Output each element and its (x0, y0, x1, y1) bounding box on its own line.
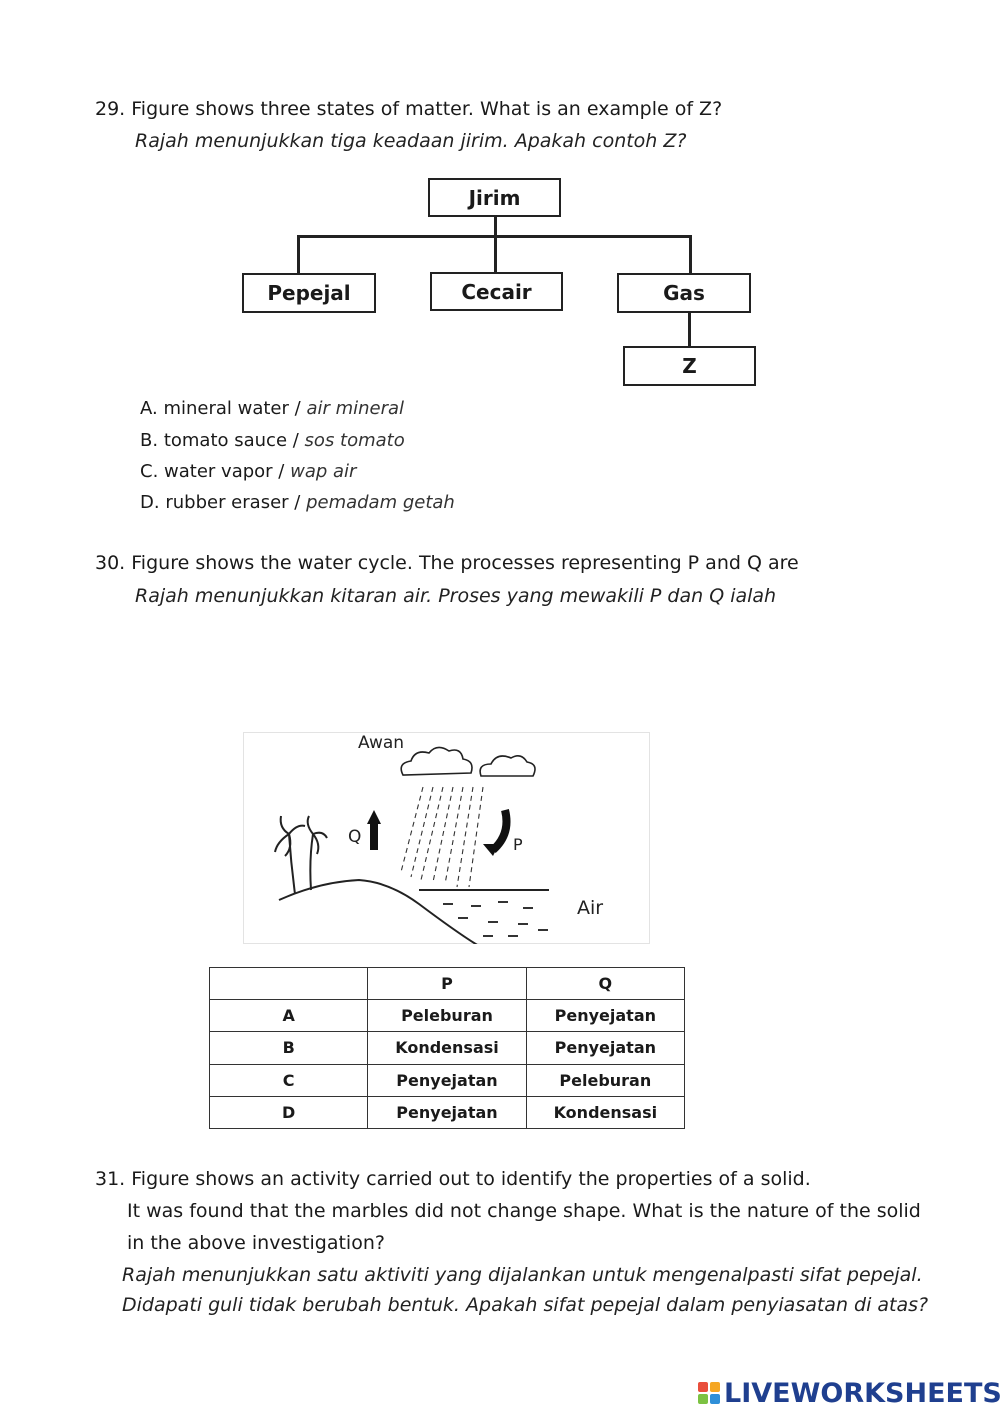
table-row[interactable]: B Kondensasi Penyejatan (208, 1031, 686, 1065)
table-row[interactable]: C Penyejatan Peleburan (208, 1063, 686, 1097)
arrow-up-icon (367, 810, 381, 850)
diagram-box-z: Z (623, 346, 756, 386)
option-text-ms: air mineral (306, 398, 405, 419)
q29-text-en: 29. Figure shows three states of matter.… (95, 98, 722, 120)
option-text-en: water vapor / (164, 461, 285, 482)
option-text-en: tomato sauce / (163, 430, 299, 451)
option-letter: D. (140, 492, 160, 513)
table-cell: Kondensasi (525, 1095, 686, 1130)
q30-question: Figure shows the water cycle. The proces… (131, 552, 799, 574)
table-header-cell: Q (525, 966, 686, 1001)
cloud-icon (400, 746, 473, 776)
connector-line (689, 235, 692, 274)
q31-question-line1: Figure shows an activity carried out to … (131, 1168, 811, 1190)
table-cell: C (208, 1063, 369, 1097)
option-text-ms: wap air (290, 461, 357, 482)
answer-table: P Q A Peleburan Penyejatan B Kondensasi … (208, 966, 686, 1130)
table-cell: D (208, 1095, 369, 1130)
option-letter: B. (140, 430, 159, 451)
logo-square (710, 1382, 720, 1392)
logo-text: LIVEWORKSHEETS (724, 1377, 1000, 1409)
option-d[interactable]: D. rubber eraser / pemadam getah (140, 492, 455, 513)
label-q: Q (348, 827, 361, 847)
q30-text-ms: Rajah menunjukkan kitaran air. Proses ya… (135, 585, 777, 607)
connector-line (494, 235, 497, 273)
table-cell: Penyejatan (525, 999, 686, 1033)
q29-question: Figure shows three states of matter. Wha… (131, 98, 723, 120)
connector-line (297, 235, 300, 274)
option-letter: C. (140, 461, 159, 482)
option-letter: A. (140, 398, 158, 419)
table-cell: Kondensasi (367, 1031, 527, 1065)
table-cell: Penyejatan (367, 1095, 527, 1130)
q31-line2-en: It was found that the marbles did not ch… (127, 1200, 921, 1222)
table-cell: Peleburan (367, 999, 527, 1033)
table-cell: Penyejatan (525, 1031, 686, 1065)
table-cell: B (208, 1031, 369, 1065)
rain-lines (400, 786, 484, 888)
q29-number: 29. (95, 98, 126, 120)
water-cycle-illustration: Awan Q P Air (274, 733, 603, 944)
q29-text-ms: Rajah menunjukkan tiga keadaan jirim. Ap… (135, 130, 687, 152)
diagram-box-pepejal: Pepejal (242, 273, 376, 313)
logo-mark-icon (698, 1382, 720, 1404)
water-surface (443, 901, 548, 937)
label-air: Air (577, 897, 603, 919)
diagram-box-gas: Gas (617, 273, 751, 313)
q31-line1-ms: Rajah menunjukkan satu aktiviti yang dij… (122, 1264, 923, 1286)
diagram-root-box: Jirim (428, 178, 561, 217)
option-text-ms: pemadam getah (306, 492, 455, 513)
option-b[interactable]: B. tomato sauce / sos tomato (140, 430, 405, 451)
option-text-ms: sos tomato (304, 430, 405, 451)
table-row[interactable]: D Penyejatan Kondensasi (208, 1095, 686, 1130)
palm-tree-icon (274, 815, 328, 895)
diagram-box-cecair: Cecair (430, 272, 563, 311)
q31-line3-en: in the above investigation? (127, 1232, 385, 1254)
connector-line (494, 217, 497, 237)
arrow-curved-icon (483, 809, 511, 856)
hill-shape (278, 878, 478, 944)
option-c[interactable]: C. water vapor / wap air (140, 461, 356, 482)
q31-number: 31. (95, 1168, 126, 1190)
logo-square (698, 1382, 708, 1392)
q31-line1-en: 31. Figure shows an activity carried out… (95, 1168, 811, 1190)
option-text-en: mineral water / (163, 398, 301, 419)
option-text-en: rubber eraser / (165, 492, 301, 513)
label-p: P (513, 835, 523, 854)
table-header-cell (208, 966, 369, 1001)
liveworksheets-logo[interactable]: LIVEWORKSHEETS (698, 1376, 1000, 1410)
q31-line2-ms: Didapati guli tidak berubah bentuk. Apak… (122, 1294, 929, 1316)
table-cell: A (208, 999, 369, 1033)
water-cycle-figure (243, 732, 650, 944)
logo-square (698, 1394, 708, 1404)
cloud-icon (479, 754, 536, 777)
q30-number: 30. (95, 552, 126, 574)
label-awan: Awan (358, 733, 404, 753)
table-row[interactable]: A Peleburan Penyejatan (208, 999, 686, 1033)
q30-text-en: 30. Figure shows the water cycle. The pr… (95, 552, 799, 574)
connector-line (688, 313, 691, 348)
table-cell: Peleburan (525, 1063, 686, 1097)
table-header-cell: P (367, 966, 527, 1001)
table-header-row: P Q (208, 966, 686, 1001)
option-a[interactable]: A. mineral water / air mineral (140, 398, 404, 419)
logo-square (710, 1394, 720, 1404)
table-cell: Penyejatan (367, 1063, 527, 1097)
